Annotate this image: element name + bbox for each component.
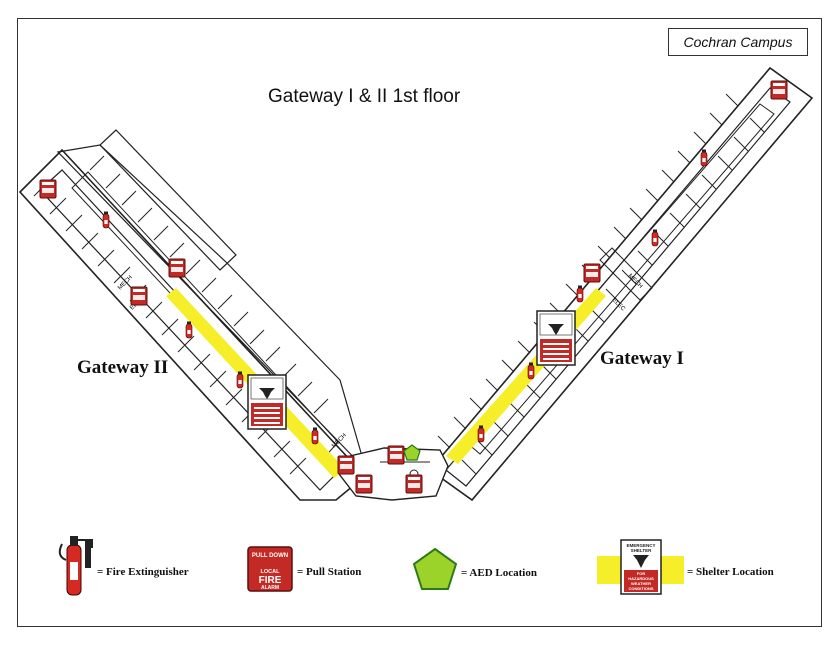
pull-station-marker [355, 474, 373, 494]
shelter-sign-marker [536, 310, 576, 366]
pull-sign-fire: FIRE [259, 575, 282, 586]
legend-shelter-icon: EMERGENCY SHELTER FOR HAZARDOUS WEATHER … [597, 539, 684, 595]
shelter-sign-top-1: EMERGENCY [626, 543, 655, 548]
pull-station-marker [168, 258, 186, 278]
wing-label-gateway-ii: Gateway II [77, 357, 169, 378]
shelter-sign-bottom-1: FOR [637, 571, 646, 576]
pull-station-marker [405, 474, 423, 494]
pull-station-marker [770, 80, 788, 100]
shelter-sign-bottom-2: HAZARDOUS [628, 576, 654, 581]
aed-marker [403, 444, 421, 461]
pull-sign-local: LOCAL [261, 569, 281, 575]
legend-label-fire-extinguisher: = Fire Extinguisher [97, 566, 189, 578]
pull-station-marker [39, 179, 57, 199]
wing-label-gateway-i: Gateway I [600, 348, 684, 369]
pull-sign-alarm: ALARM [261, 585, 279, 591]
wing-gateway-i [428, 66, 814, 502]
shelter-sign-marker [247, 374, 287, 430]
pull-station-marker [583, 263, 601, 283]
shelter-sign-top-2: SHELTER [631, 548, 652, 553]
pull-station-marker [337, 455, 355, 475]
pull-sign-top: PULL DOWN [252, 553, 288, 559]
shelter-sign-bottom-4: CONDITIONS [628, 586, 653, 591]
shelter-band-gateway-i [446, 288, 606, 464]
legend-aed-icon [412, 547, 458, 590]
pull-station-marker [387, 445, 405, 465]
legend-pull-station-icon: PULL DOWN LOCAL FIRE ALARM [247, 546, 293, 592]
legend-label-shelter: = Shelter Location [687, 566, 774, 578]
room-tag-mech-lobby: MECH [331, 433, 348, 450]
legend: PULL DOWN LOCAL FIRE ALARM EMERGENCY SHE… [58, 536, 684, 596]
campus-label: Cochran Campus [668, 28, 808, 56]
shelter-sign-bottom-3: WEATHER [631, 581, 651, 586]
legend-label-aed: = AED Location [461, 567, 537, 579]
map-title: Gateway I & II 1st floor [268, 86, 461, 107]
fire-extinguisher-marker [576, 285, 584, 303]
pull-station-marker [130, 286, 148, 306]
legend-label-pull-station: = Pull Station [297, 566, 362, 578]
legend-fire-extinguisher-icon [58, 536, 93, 596]
